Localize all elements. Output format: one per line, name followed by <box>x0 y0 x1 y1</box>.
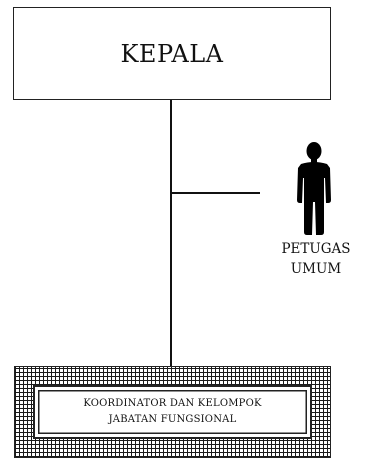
petugas-umum-label: PETUGAS UMUM <box>266 239 366 279</box>
kepala-box: KEPALA <box>13 7 331 100</box>
vertical-connector-line <box>170 100 172 366</box>
koordinator-box: KOORDINATOR DAN KELOMPOK JABATAN FUNGSIO… <box>14 366 331 458</box>
staff-label-line1: PETUGAS <box>281 241 351 257</box>
staff-connector-line <box>171 192 260 194</box>
koordinator-inner-box: KOORDINATOR DAN KELOMPOK JABATAN FUNGSIO… <box>33 385 312 439</box>
koordinator-label-line2: JABATAN FUNGSIONAL <box>108 414 237 425</box>
staff-label-line2: UMUM <box>290 261 342 277</box>
koordinator-label-line1: KOORDINATOR DAN KELOMPOK <box>83 398 262 409</box>
kepala-label: KEPALA <box>120 39 224 68</box>
person-silhouette-icon <box>297 142 331 235</box>
